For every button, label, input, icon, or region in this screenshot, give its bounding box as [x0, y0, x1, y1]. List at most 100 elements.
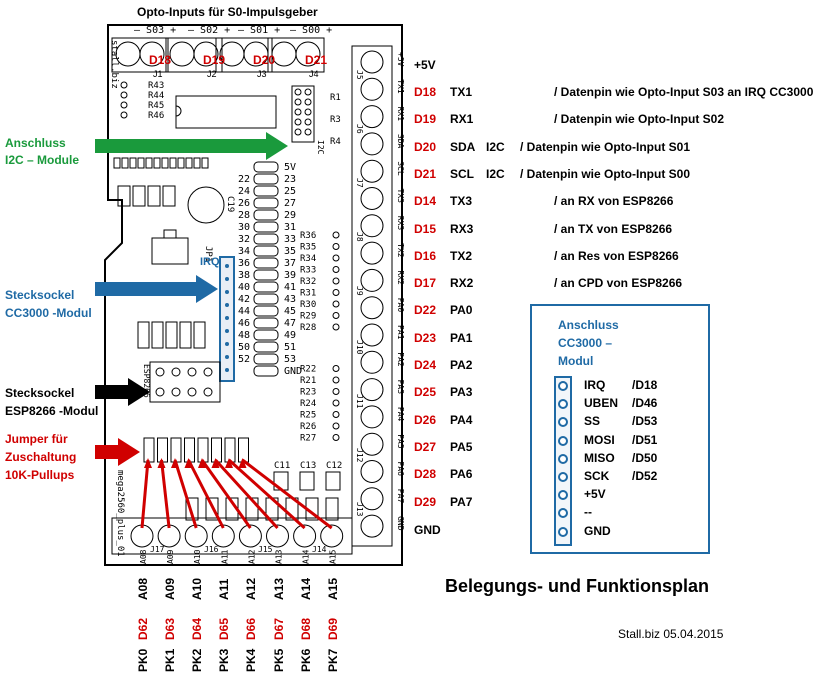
- pin-row-port: RX2: [450, 276, 474, 291]
- header-pin-pair: [253, 197, 279, 209]
- pullup-arrowhead: [238, 458, 247, 468]
- header-pin: [294, 98, 302, 106]
- header-pin-pair: [253, 221, 279, 233]
- cc3000-arrow-head: [196, 275, 218, 303]
- resistor-pad: [332, 399, 340, 407]
- socket-pin: [225, 290, 229, 294]
- terminal-screw: [360, 323, 384, 347]
- header-number: GND: [284, 366, 302, 377]
- cc3000-pin-name: SS: [584, 414, 601, 429]
- header-number: 36: [238, 258, 250, 269]
- jack-label: J15: [258, 545, 273, 554]
- opto-label-s02: – S02 +: [188, 25, 231, 36]
- header-pin: [169, 157, 177, 169]
- cc3000-pin-row: SCK/D52: [584, 469, 657, 483]
- header-pin-pair: [253, 341, 279, 353]
- resistor-label: R43: [148, 81, 164, 91]
- resistor-label: R31: [300, 289, 316, 299]
- terminal-screw: [360, 268, 384, 292]
- header-number: 40: [238, 282, 250, 293]
- regulator-tab: [163, 229, 177, 239]
- i2c-header: [291, 85, 315, 143]
- analog-label: A11: [217, 578, 232, 600]
- analog-digital-label: D62: [136, 617, 150, 640]
- jack-label: J17: [150, 545, 165, 554]
- resistor-label: R3: [330, 115, 341, 125]
- header-pin: [113, 157, 121, 169]
- opto-pin-d19: D19: [203, 53, 226, 67]
- capacitor-label: C12: [326, 461, 342, 471]
- resistor-array: [137, 321, 150, 349]
- opto-label-s03: – S03 +: [134, 25, 177, 36]
- c19-label: C19: [225, 196, 235, 212]
- jack-label: J7: [355, 178, 364, 188]
- port-k-label: PK6: [298, 648, 313, 672]
- capacitor: [147, 185, 161, 207]
- opto-label-s00: – S00 +: [290, 25, 333, 36]
- opto-inputs-title: Opto-Inputs für S0-Impulsgeber: [137, 5, 318, 19]
- jack-label: J6: [355, 124, 364, 134]
- resistor-label: R36: [300, 231, 316, 241]
- terminal-screw: [360, 514, 384, 538]
- resistor-pad: [120, 111, 128, 119]
- header-pin: [161, 157, 169, 169]
- capacitor: [132, 185, 146, 207]
- opto-jack-j4: J4: [309, 69, 319, 79]
- pullup-arrowhead: [211, 458, 220, 468]
- terminal-pin-label: RX2: [396, 270, 405, 285]
- header-number: 43: [284, 294, 296, 305]
- socket-pin: [225, 368, 229, 372]
- header-number: 51: [284, 342, 296, 353]
- bottom-pin-label: A15: [329, 549, 338, 564]
- header-number: 38: [238, 270, 250, 281]
- esp-socket-sub: ESP8266 -Modul: [5, 404, 99, 418]
- terminal-pin-label: PA3: [396, 380, 405, 395]
- resistor-pad: [332, 289, 340, 296]
- header-pin-pair: [253, 305, 279, 317]
- header-pin-pair: [253, 173, 279, 185]
- pin-row-digital: D15: [414, 221, 437, 236]
- header-pin: [121, 157, 129, 169]
- resistor-label: R23: [300, 388, 316, 398]
- pin-row-desc: / an CPD von ESP8266: [554, 276, 683, 291]
- terminal-screw: [360, 77, 384, 101]
- socket-pin: [155, 367, 165, 377]
- opto-pin-d18: D18: [149, 53, 172, 67]
- header-pin-pair: [253, 365, 279, 377]
- resistor-label: R1: [330, 93, 341, 103]
- resistor-label: R29: [300, 312, 316, 322]
- header-pin: [304, 108, 312, 116]
- jack-label: J13: [355, 502, 364, 517]
- cc3000-box-title: Anschluss CC3000 – Modul: [558, 316, 619, 370]
- resistor-label: R22: [300, 365, 316, 375]
- analog-label: A08: [136, 577, 150, 600]
- pin-row-digital: D22: [414, 303, 437, 318]
- resistor-pad: [332, 231, 340, 239]
- board-name: mega2560_plus_01: [115, 470, 125, 557]
- ic-chip: [175, 95, 277, 129]
- bottom-pin-label: A10: [193, 549, 202, 564]
- header-number: 35: [284, 246, 296, 257]
- resistor-pad: [332, 312, 340, 319]
- esp-pcb-label: ESP8266: [142, 364, 151, 398]
- resistor-label: R25: [300, 411, 316, 421]
- resistor-label: R44: [148, 91, 164, 101]
- cc3000-pin-row: UBEN/D46: [584, 396, 657, 410]
- pullup-line: [200, 459, 252, 529]
- resistor-pad: [332, 434, 340, 441]
- pullup-line: [173, 459, 198, 529]
- opto-jack-frame: [111, 37, 169, 73]
- opto-terminal: [139, 41, 165, 67]
- terminal-screw: [360, 187, 384, 210]
- header-number: 39: [284, 270, 296, 281]
- bottom-pin-label: A11: [220, 549, 229, 564]
- opto-terminal: [295, 41, 321, 67]
- esp-arrow-shaft: [95, 385, 132, 399]
- terminal-screw: [293, 524, 317, 548]
- socket-pin: [155, 387, 165, 397]
- socket-pin: [225, 277, 229, 281]
